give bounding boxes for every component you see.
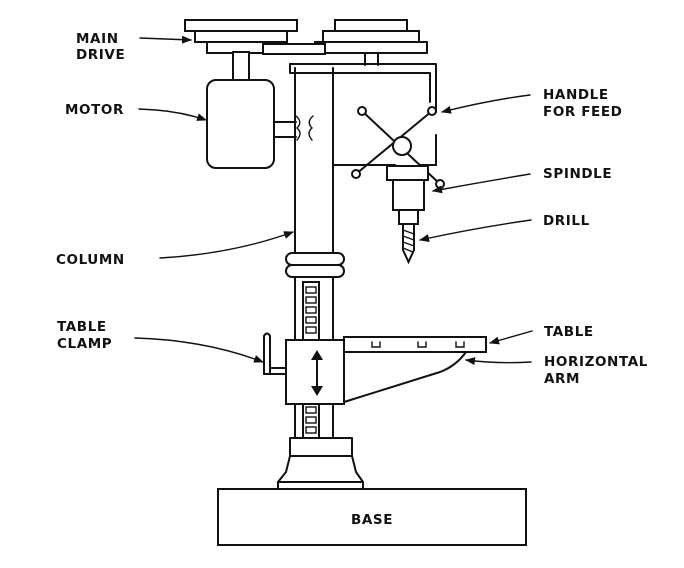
table bbox=[343, 336, 487, 353]
label-spindle: SPINDLE bbox=[543, 166, 612, 182]
motor bbox=[206, 51, 314, 169]
column-collar bbox=[285, 252, 345, 278]
base bbox=[217, 488, 527, 546]
label-main-drive-line1: MAIN bbox=[76, 31, 119, 47]
label-main-drive-line2: DRIVE bbox=[76, 47, 125, 63]
horizontal-arm bbox=[343, 351, 467, 403]
column-pedestal bbox=[277, 437, 364, 490]
drill-bit bbox=[402, 223, 415, 265]
label-motor: MOTOR bbox=[65, 102, 124, 118]
label-handle-line1: HANDLE bbox=[543, 87, 609, 103]
label-table-clamp-line1: TABLE bbox=[57, 319, 107, 335]
label-horizontal-arm-line2: ARM bbox=[544, 371, 580, 387]
table-clamp bbox=[263, 332, 345, 405]
labels: MAIN DRIVE MOTOR HANDLE FOR FEED SPINDLE… bbox=[56, 31, 648, 528]
label-table-clamp-line2: CLAMP bbox=[57, 336, 112, 352]
label-horizontal-arm-line1: HORIZONTAL bbox=[544, 354, 648, 370]
label-base: BASE bbox=[351, 512, 393, 528]
label-table: TABLE bbox=[544, 324, 594, 340]
main-drive bbox=[184, 19, 428, 66]
label-handle-line2: FOR FEED bbox=[543, 104, 622, 120]
label-column: COLUMN bbox=[56, 252, 125, 268]
leader-lines bbox=[134, 35, 533, 366]
label-drill: DRILL bbox=[543, 213, 590, 229]
spindle bbox=[386, 165, 429, 225]
drill-head bbox=[289, 63, 437, 166]
